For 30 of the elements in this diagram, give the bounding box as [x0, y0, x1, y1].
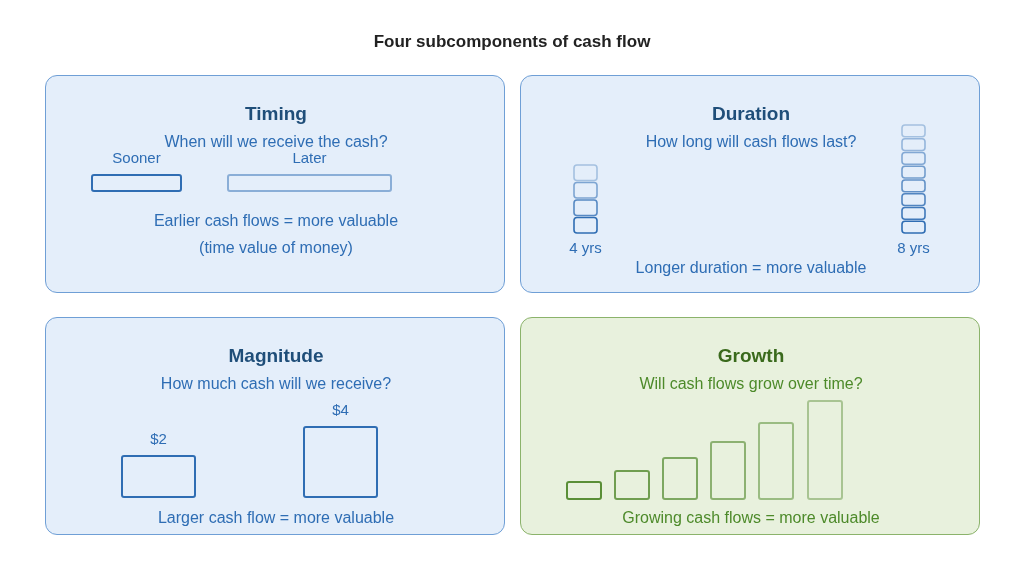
growth-bar: [807, 400, 843, 500]
panel-note: Earlier cash flows = more valuable: [153, 211, 399, 231]
panel-card: [520, 317, 980, 535]
growth-bar: [566, 481, 602, 500]
panel-heading: Timing: [245, 103, 307, 125]
panel-question: How much cash will we receive?: [160, 374, 392, 394]
amount-label: $4: [332, 401, 349, 419]
panel-card: [45, 75, 505, 293]
panel-note: Longer duration = more valuable: [635, 258, 867, 278]
panel-note: Growing cash flows = more valuable: [622, 508, 880, 528]
panel-card: [45, 317, 505, 535]
amount-label: $2: [150, 430, 167, 448]
panel-heading: Growth: [717, 345, 785, 367]
panel-question: When will we receive the cash?: [164, 132, 388, 152]
growth-bar: [758, 422, 794, 500]
growth-bar: [710, 441, 746, 500]
timing-label: Later: [292, 149, 327, 167]
panel-note: Larger cash flow = more valuable: [157, 508, 395, 528]
panel-question: How long will cash flows last?: [645, 132, 857, 152]
diagram-title: Four subcomponents of cash flow: [373, 32, 651, 52]
panel-heading: Magnitude: [228, 345, 324, 367]
panel-card: [520, 75, 980, 293]
duration-label: 4 yrs: [569, 239, 602, 257]
timing-label: Sooner: [112, 149, 161, 167]
growth-bar: [614, 470, 650, 500]
panel-heading: Duration: [711, 103, 791, 125]
growth-bar: [662, 457, 698, 500]
panel-note: (time value of money): [199, 238, 353, 258]
duration-label: 8 yrs: [897, 239, 930, 257]
panel-question: Will cash flows grow over time?: [639, 374, 863, 394]
